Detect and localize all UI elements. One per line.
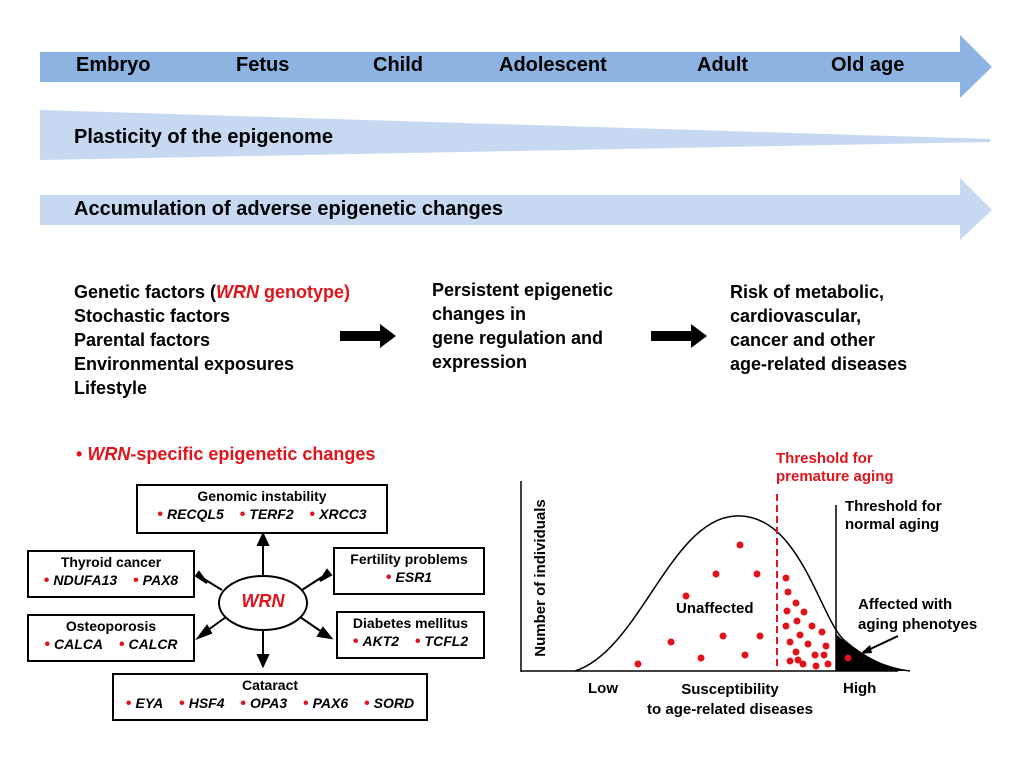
middle-line: changes in [432,304,527,324]
outcome-line: age-related diseases [730,354,908,374]
normal-line: Threshold for [845,498,942,515]
box-genes: •ESR1 [385,569,433,586]
middle-line: Persistent epigenetic [432,280,614,300]
legend: • WRN-specific epigenetic changes [76,444,375,465]
affected-line: Affected with [858,596,953,613]
cause-item: Environmental exposures [74,354,295,374]
cause-item: Stochastic factors [74,306,231,326]
box-genes: •EYA •HSF4 •OPA3 •PAX6 •SORD [125,695,415,712]
x-axis-label-line: to age-related diseases [647,701,813,718]
premature-line: premature aging [776,468,894,485]
plasticity-wedge [40,110,990,160]
accumulation-arrow [40,178,992,240]
outcome-line: Risk of metabolic, [730,282,885,302]
affected-label: Affected with aging phenotyes [858,595,977,635]
stage-adolescent: Adolescent [499,54,607,76]
box-cataract: Cataract •EYA •HSF4 •OPA3 •PAX6 •SORD [112,673,428,721]
x-low-label: Low [588,680,618,697]
x-axis-label: Susceptibility to age-related diseases [620,680,840,720]
outcome-text: Risk of metabolic, cardiovascular, cance… [730,280,907,376]
cause-genetic: Genetic factors (WRN genotype) [74,282,351,302]
box-osteoporosis: Osteoporosis •CALCA •CALCR [27,614,195,662]
box-diabetes-mellitus: Diabetes mellitus •AKT2 •TCFL2 [336,611,485,659]
box-title: Thyroid cancer [60,554,162,570]
box-genes: •AKT2 •TCFL2 [352,633,469,650]
box-title: Cataract [241,677,299,693]
accumulation-label: Accumulation of adverse epigenetic chang… [74,198,504,220]
box-title: Genomic instability [197,488,327,504]
wrn-center-label: WRN [241,591,285,611]
stage-old-age: Old age [831,54,905,76]
middle-line: gene regulation and [432,328,604,348]
affected-dot [844,654,852,662]
box-thyroid-cancer: Thyroid cancer •NDUFA13 •PAX8 [27,550,195,598]
causes-list: Genetic factors (WRN genotype) Stochasti… [74,280,350,400]
legend-text: -specific epigenetic changes [130,444,376,464]
outcome-line: cancer and other [730,330,876,350]
legend-wrn: WRN [87,444,131,464]
flow-arrow-2 [651,324,707,348]
box-title: Osteoporosis [65,618,157,634]
outcome-line: cardiovascular, [730,306,862,326]
cause-item: Parental factors [74,330,211,350]
affected-tail [836,634,905,671]
box-fertility-problems: Fertility problems •ESR1 [333,547,485,595]
cause-item: Lifestyle [74,378,148,398]
normal-line: normal aging [845,516,940,533]
unaffected-label: Unaffected [676,600,754,617]
stage-fetus: Fetus [236,54,290,76]
stage-adult: Adult [697,54,749,76]
box-title: Fertility problems [350,551,468,567]
stage-child: Child [373,54,423,76]
plasticity-label: Plasticity of the epigenome [74,126,333,148]
bell-curve [574,515,911,672]
box-genes: •NDUFA13 •PAX8 [43,572,179,589]
y-axis-label: Number of individuals [532,499,549,657]
box-genomic-instability: Genomic instability •RECQL5 •TERF2 •XRCC… [136,484,388,534]
network-arrows [194,531,334,669]
timeline-arrow [40,35,992,98]
affected-line: aging phenotyes [858,616,978,633]
flow-arrow-1 [340,324,396,348]
box-genes: •RECQL5 •TERF2 •XRCC3 [157,506,367,523]
normal-threshold-label: Threshold for normal aging [845,498,942,534]
individual-dots [634,541,832,670]
x-high-label: High [843,680,877,697]
middle-line: expression [432,352,528,372]
premature-line: Threshold for [776,450,873,467]
x-axis-label-line: Susceptibility [681,681,779,698]
middle-text: Persistent epigenetic changes in gene re… [432,278,613,374]
legend-dot: • [76,444,83,464]
stage-embryo: Embryo [76,54,151,76]
box-title: Diabetes mellitus [352,615,469,631]
box-genes: •CALCA •CALCR [44,636,178,653]
affected-pointer-arrow [865,635,899,652]
premature-threshold-label: Threshold for premature aging [776,450,894,486]
